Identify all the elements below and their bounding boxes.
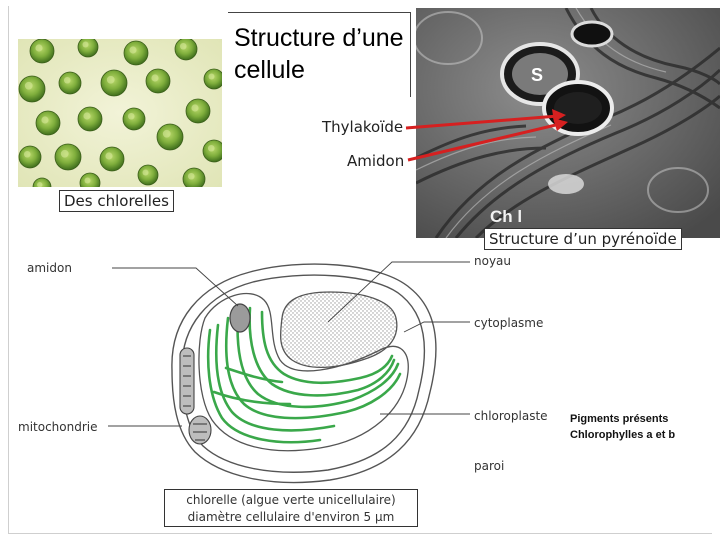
chlorella-cell-highlight <box>60 149 69 158</box>
chlorella-cell <box>122 107 146 131</box>
mitochondria <box>179 347 212 445</box>
starch-label: Amidon <box>347 152 405 170</box>
chlorella-cell <box>77 106 103 132</box>
cell-wall <box>171 263 437 484</box>
diagram-caption: chlorelle (algue verte unicellulaire) di… <box>164 489 418 527</box>
chlorella-cell-highlight <box>106 75 115 84</box>
chlorella-cell <box>156 123 184 151</box>
chlorella-cell <box>185 98 211 124</box>
chlorella-cell <box>18 145 42 169</box>
chlorella-cell <box>29 39 55 64</box>
chlorella-cell <box>35 110 61 136</box>
pigments-list: Chlorophylles a et b <box>570 429 676 441</box>
chlorella-cell-highlight <box>162 129 171 138</box>
chlorella-cell-highlight <box>105 152 113 160</box>
chlorella-cell <box>145 68 171 94</box>
chlorella-cell-highlight <box>82 41 89 48</box>
micrograph-label-chl: Ch l <box>490 207 522 226</box>
chloroplast-thylakoids <box>206 306 402 444</box>
thylakoid-label: Thylakoïde <box>322 118 404 136</box>
chlorella-cell-highlight <box>84 177 91 184</box>
chlorella-cell-highlight <box>41 116 49 124</box>
chlorella-cell <box>99 146 125 172</box>
chlorella-cell-highlight <box>142 169 149 176</box>
chlorella-cell-highlight <box>179 42 187 50</box>
chlorella-cell <box>18 75 46 103</box>
chlorella-cell <box>123 40 149 66</box>
chlorella-cell-highlight <box>129 46 137 54</box>
leader-lines <box>108 261 470 427</box>
chlorella-cell-highlight <box>127 112 135 120</box>
diagram-label-chloroplaste: chloroplaste <box>474 409 548 423</box>
diagram-caption-line2: diamètre cellulaire d'environ 5 µm <box>187 510 395 524</box>
chlorella-cell-highlight <box>191 104 199 112</box>
pyrenoid-caption: Structure d’un pyrénoïde <box>484 228 682 250</box>
diagram-caption-line1: chlorelle (algue verte unicellulaire) <box>186 493 396 507</box>
chlorella-cell-highlight <box>23 150 31 158</box>
chlorella-cell-highlight <box>83 112 91 120</box>
chlorella-caption: Des chlorelles <box>59 190 174 212</box>
thylakoid-arrow <box>405 109 566 130</box>
chloroplast-envelope <box>198 292 409 452</box>
title-box <box>228 12 411 97</box>
chlorella-photo <box>18 39 222 187</box>
diagram-label-cytoplasme: cytoplasme <box>474 316 544 330</box>
chlorella-cell-highlight <box>187 172 195 180</box>
diagram-label-mitochondrie: mitochondrie <box>18 420 98 434</box>
page-title: Structure d’une cellule <box>234 24 404 84</box>
chlorella-cell <box>58 71 82 95</box>
chlorella-cell-highlight <box>208 73 215 80</box>
chlorella-cell-highlight <box>37 182 43 187</box>
slide-border-bottom <box>8 533 712 534</box>
chlorella-cell-highlight <box>151 74 159 82</box>
chlorella-cell-highlight <box>207 144 215 152</box>
pigments-title: Pigments présents <box>570 413 669 425</box>
chlorella-cell-highlight <box>35 44 43 52</box>
starch-arrow <box>407 118 568 162</box>
slide-border-left <box>8 6 9 534</box>
pigments-note: Pigments présents Chlorophylles a et b <box>570 411 675 443</box>
chlorella-cell <box>174 39 198 61</box>
nucleus <box>279 291 398 369</box>
diagram-label-paroi: paroi <box>474 459 505 473</box>
starch-grain <box>229 303 251 333</box>
chlorella-cell <box>100 69 128 97</box>
micrograph-label-s: S <box>531 65 543 85</box>
chlorella-cell-highlight <box>24 81 33 90</box>
chlorella-cell-highlight <box>63 76 71 84</box>
diagram-label-noyau: noyau <box>474 254 512 268</box>
chlorella-cell <box>137 164 159 186</box>
chlorella-cell <box>54 143 82 171</box>
diagram-label-amidon: amidon <box>27 261 72 275</box>
